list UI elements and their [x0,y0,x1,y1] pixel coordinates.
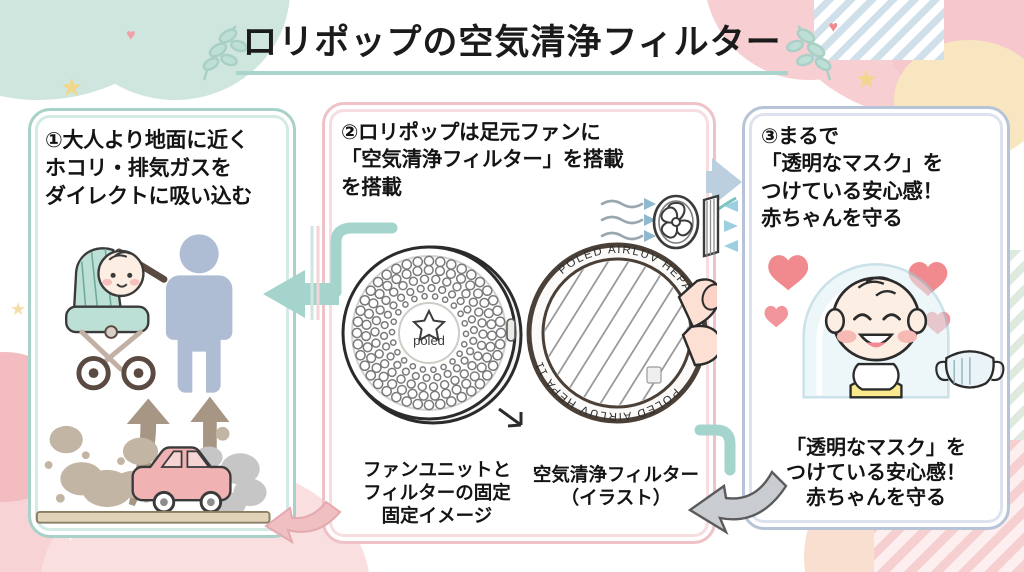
filter-panel-icon [702,194,720,258]
title-container: ロリポップの空気清浄フィルター [0,14,1024,75]
panel-1-illustration [35,234,271,524]
baby-under-dome-icon [824,276,928,399]
airflow-arrowheads [644,198,656,242]
hepa-filter-disc-illustration: POLED AIRLUV HEPA 11 POLED AIRLUV HEPA 1… [526,242,717,424]
adult-silhouette-icon [165,234,233,393]
fan-blades-icon [660,201,693,239]
leaf-sprig-left-icon [202,25,248,81]
leaf-sprig-right-icon [786,25,832,81]
face-mask-icon [935,350,1005,389]
star-logo-mark [411,308,447,342]
star-top-left-icon: ★ [60,72,84,102]
side-button-icon [506,318,516,342]
car-with-exhaust-icon [131,446,232,514]
heart-top-left-icon: ♥ [126,27,136,44]
ground-line [35,510,271,524]
panel-1: ①大人より地面に近く ホコリ・排気ガスを ダイレクトに吸い込む [28,108,296,538]
poled-logo-text: poled [413,333,445,348]
caption-fan-unit: ファンユニットと フィルターの固定 固定イメージ [362,458,511,526]
stripes-top-right [814,0,944,60]
filter-tab-icon [646,366,662,384]
fingernail-icon [701,283,717,311]
panel-3-text: ③まるで 「透明なマスク」を つけている安心感！ 赤ちゃんを守る [761,125,943,230]
panel-2-text: ②ロリポップは足元ファンに 「空気清浄フィルター」を搭載 を搭載 [341,121,624,199]
fan-unit-disc-illustration: poled [341,245,523,428]
heart-top-right-icon: ♥ [828,19,839,36]
star-mid-left-icon: ★ [10,299,27,319]
fan-and-filter-icon [600,194,738,258]
return-airflow-arrows [724,200,738,252]
panel-divider-lines [310,226,320,320]
airflow-lines-icon [600,199,644,241]
pointer-arrow-icon [498,407,523,428]
stroller-with-baby-icon [65,247,168,391]
caption-air-filter: 空気清浄フィルター （イラスト） [532,463,700,508]
star-top-right-icon: ★ [854,64,878,94]
panel-3-bottom-text: 「透明なマスク」を つけている安心感！ 赤ちゃんを守る [786,437,966,509]
exhaust-smoke-icon [195,446,267,516]
panel-3-illustration [764,255,1005,399]
panel-1-text: ①大人より地面に近く ホコリ・排気ガスを ダイレクトに吸い込む [45,129,252,208]
panel-2: ②ロリポップは足元ファンに 「空気清浄フィルター」を搭載 を搭載 poled [322,102,717,544]
page-title: ロリポップの空気清浄フィルター [236,14,788,75]
panel-3: ③まるで 「透明なマスク」を つけている安心感！ 赤ちゃんを守る [742,106,1010,530]
